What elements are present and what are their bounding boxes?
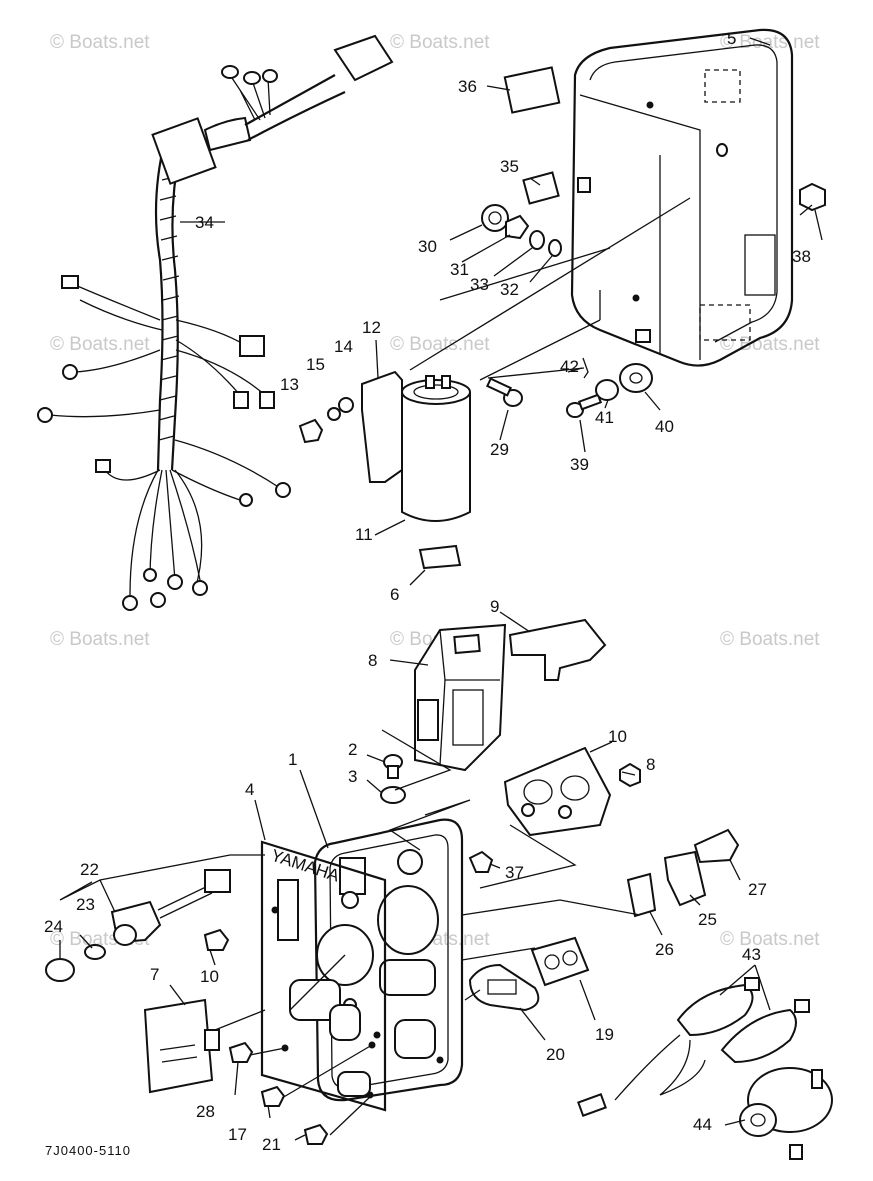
callout-17: 17 — [228, 1125, 247, 1144]
panel-label-plate: YAMAHA — [260, 840, 387, 1112]
bulb-23 — [84, 944, 106, 960]
plate-20 — [468, 963, 540, 1012]
callout-30: 30 — [418, 237, 437, 256]
leader-lines — [180, 37, 823, 586]
callout-44: 44 — [693, 1115, 712, 1134]
watermark: © Boats.net — [390, 32, 490, 53]
watermark: © Boats.net — [50, 334, 150, 355]
callout-39: 39 — [570, 455, 589, 474]
clip-42 — [582, 357, 589, 379]
nut-37 — [468, 850, 494, 873]
lens-24 — [45, 958, 75, 982]
callout-28: 28 — [196, 1102, 215, 1121]
callout-36: 36 — [458, 77, 477, 96]
callout-37: 37 — [505, 863, 524, 882]
washer-41 — [595, 379, 619, 401]
callout-34: 34 — [195, 213, 214, 232]
callout-35: 35 — [500, 157, 519, 176]
callout-22: 22 — [80, 860, 99, 879]
grommet-40 — [619, 363, 653, 393]
callout-8-nut: 8 — [646, 755, 655, 774]
callout-19: 19 — [595, 1025, 614, 1044]
callout-33: 33 — [470, 275, 489, 294]
diagram-code: 7J0400-5110 — [45, 1143, 131, 1158]
callout-2: 2 — [348, 740, 357, 759]
bracket-27 — [693, 828, 740, 864]
washer-3 — [380, 786, 406, 804]
pad-6 — [418, 544, 462, 570]
callout-7: 7 — [150, 965, 159, 984]
cable-43 — [577, 977, 810, 1117]
bracket-9 — [508, 618, 607, 681]
watermark: © Boats.net — [50, 32, 150, 53]
callout-26: 26 — [655, 940, 674, 959]
screw-2 — [383, 754, 403, 779]
screw-13 — [298, 418, 324, 444]
bolt-39 — [566, 393, 603, 418]
callout-8: 8 — [368, 651, 377, 670]
callout-23: 23 — [76, 895, 95, 914]
meter-7 — [143, 998, 220, 1094]
callout-41: 41 — [595, 408, 614, 427]
callout-29: 29 — [490, 440, 509, 459]
key-switch-44 — [739, 1067, 833, 1160]
callout-1: 1 — [288, 750, 297, 769]
control-box-housing — [570, 28, 794, 367]
callout-10: 10 — [200, 967, 219, 986]
callout-9: 9 — [490, 597, 499, 616]
watermark: © Boats.net — [720, 929, 820, 950]
capacitor — [401, 375, 471, 522]
washer-14 — [338, 397, 354, 413]
pilot-lamp-assembly — [45, 869, 231, 982]
screw-17 — [260, 1085, 286, 1107]
callout-3: 3 — [348, 767, 357, 786]
callout-21: 21 — [262, 1135, 281, 1154]
callout-14: 14 — [334, 337, 353, 356]
watermark: © Boats.net — [390, 334, 490, 355]
bolt-29 — [486, 377, 523, 407]
screw-21 — [303, 1123, 329, 1145]
callout-42: 42 — [560, 357, 579, 376]
bracket-12 — [361, 370, 403, 483]
leader-lines — [59, 611, 771, 1141]
callout-13: 13 — [280, 375, 299, 394]
callout-31: 31 — [450, 260, 469, 279]
front-panel-frame — [313, 818, 464, 1102]
washer-15 — [327, 407, 341, 421]
callout-24: 24 — [44, 917, 63, 936]
knob-assembly — [481, 204, 562, 257]
switch-25 — [663, 850, 707, 907]
callout-11: 11 — [355, 525, 373, 544]
circuit-breaker — [414, 623, 507, 772]
callout-12: 12 — [362, 318, 381, 337]
callout-20: 20 — [546, 1045, 565, 1064]
outlet-10 — [503, 746, 612, 837]
callout-5: 5 — [727, 29, 736, 48]
callout-6: 6 — [390, 585, 399, 604]
label-plate-36 — [503, 66, 561, 114]
callout-4: 4 — [245, 780, 254, 799]
watermark: © Boats.net — [720, 32, 820, 53]
callout-40: 40 — [655, 417, 674, 436]
callout-38: 38 — [792, 247, 811, 266]
callout-10-outlet: 10 — [608, 727, 627, 746]
callout-32: 32 — [500, 280, 519, 299]
label-plate-35 — [522, 171, 560, 205]
callout-43: 43 — [742, 945, 761, 964]
watermark: © Boats.net — [720, 629, 820, 650]
callout-15: 15 — [306, 355, 325, 374]
receptacle-19 — [530, 936, 590, 987]
watermark: © Boats.net — [50, 629, 150, 650]
nut-8 — [619, 762, 641, 788]
callout-27: 27 — [748, 880, 767, 899]
screw-38 — [799, 182, 826, 216]
wiring-harness — [37, 34, 394, 611]
switch-26 — [626, 872, 657, 918]
screw-10 — [203, 928, 230, 951]
callout-25: 25 — [698, 910, 717, 929]
screw-28 — [228, 1041, 254, 1063]
callout-labels: 5 36 35 30 31 33 32 38 34 12 14 15 13 42… — [44, 29, 811, 1154]
watermark: © Boats.net — [720, 334, 820, 355]
